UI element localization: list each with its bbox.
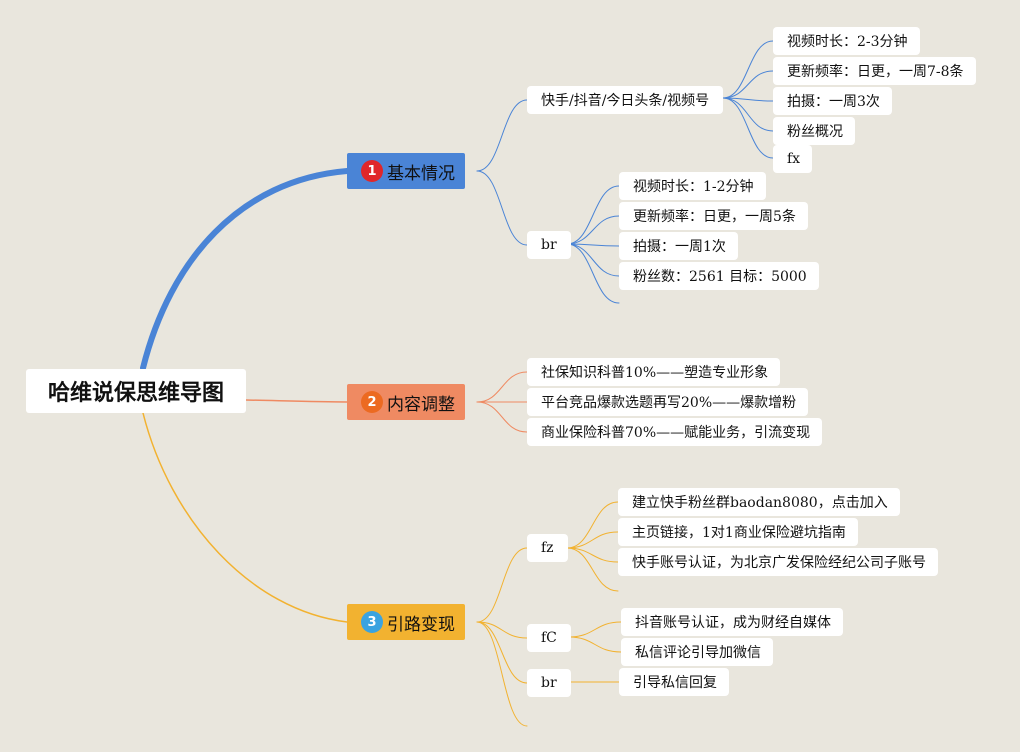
leaf-item[interactable]: 社保知识科普10%——塑造专业形象 bbox=[527, 358, 781, 386]
leaf-item[interactable]: 视频时长：1-2分钟 bbox=[619, 172, 766, 200]
branch-content-adjust[interactable]: 2 内容调整 bbox=[347, 384, 465, 420]
branch-label: 基本情况 bbox=[387, 163, 455, 184]
group-label-fz[interactable]: fz bbox=[527, 534, 568, 562]
number-badge-icon: 2 bbox=[361, 391, 383, 413]
leaf-item[interactable]: 引导私信回复 bbox=[619, 668, 729, 696]
group-label-platforms[interactable]: 快手/抖音/今日头条/视频号 bbox=[527, 86, 724, 114]
leaf-item[interactable]: fx bbox=[773, 145, 813, 173]
leaf-item[interactable]: 视频时长：2-3分钟 bbox=[773, 27, 920, 55]
leaf-item[interactable]: 更新频率：日更，一周7-8条 bbox=[773, 57, 976, 85]
number-badge-icon: 3 bbox=[361, 611, 383, 633]
branch-monetize[interactable]: 3 引路变现 bbox=[347, 604, 465, 640]
branch-label: 引路变现 bbox=[387, 614, 455, 635]
leaf-item[interactable]: 平台竞品爆款选题再写20%——爆款增粉 bbox=[527, 388, 809, 416]
group-label-br[interactable]: br bbox=[527, 669, 571, 697]
leaf-item[interactable]: 抖音账号认证，成为财经自媒体 bbox=[621, 608, 843, 636]
leaf-item[interactable]: 粉丝概况 bbox=[773, 117, 855, 145]
branch-basic-info[interactable]: 1 基本情况 bbox=[347, 153, 465, 189]
leaf-item[interactable]: 快手账号认证，为北京广发保险经纪公司子账号 bbox=[618, 548, 938, 576]
group-label-br[interactable]: br bbox=[527, 231, 571, 259]
group-label-fc[interactable]: fC bbox=[527, 624, 571, 652]
leaf-item[interactable]: 粉丝数：2561 目标：5000 bbox=[619, 262, 819, 290]
number-badge-icon: 1 bbox=[361, 160, 383, 182]
leaf-item[interactable]: 商业保险科普70%——赋能业务，引流变现 bbox=[527, 418, 823, 446]
leaf-item[interactable]: 私信评论引导加微信 bbox=[621, 638, 773, 666]
branch-label: 内容调整 bbox=[387, 394, 455, 415]
leaf-item[interactable]: 更新频率：日更，一周5条 bbox=[619, 202, 808, 230]
root-topic[interactable]: 哈维说保思维导图 bbox=[26, 369, 246, 413]
leaf-item[interactable]: 拍摄：一周1次 bbox=[619, 232, 738, 260]
leaf-item[interactable]: 建立快手粉丝群baodan8080，点击加入 bbox=[618, 488, 900, 516]
leaf-item[interactable]: 拍摄：一周3次 bbox=[773, 87, 892, 115]
leaf-item[interactable]: 主页链接，1对1商业保险避坑指南 bbox=[618, 518, 858, 546]
